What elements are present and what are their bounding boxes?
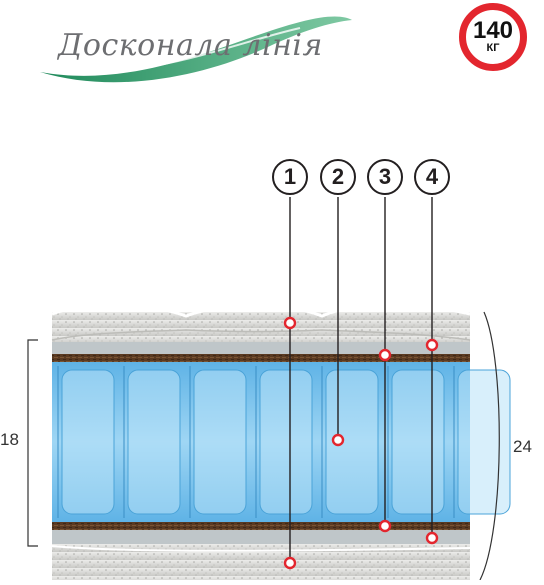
- top-coir-layer: [52, 354, 470, 362]
- total-height-label: 24: [513, 437, 532, 456]
- core-height-bracket: [27, 339, 38, 547]
- callout-2: 2: [320, 159, 356, 195]
- brand-logo-text: Досконала лінія: [58, 28, 323, 63]
- spring-pocket: [61, 369, 115, 515]
- marker-1-top: [283, 316, 297, 330]
- total-height-arc: [479, 311, 500, 581]
- marker-3-bottom: [378, 519, 392, 533]
- spring-pocket: [325, 369, 379, 515]
- bottom-felt-layer: [52, 530, 470, 544]
- marker-2: [331, 433, 345, 447]
- top-felt-layer: [52, 342, 470, 354]
- spring-pockets: [57, 366, 511, 518]
- core-height-label: 18: [0, 430, 19, 449]
- callout-1: 1: [272, 159, 308, 195]
- marker-4-top: [425, 338, 439, 352]
- spring-pocket: [391, 369, 445, 515]
- spring-pocket: [259, 369, 313, 515]
- spring-pocket: [193, 369, 247, 515]
- spring-block: [52, 362, 511, 522]
- load-badge-value: 140: [472, 17, 514, 44]
- spring-pocket: [457, 369, 511, 515]
- marker-1-bottom: [283, 556, 297, 570]
- marker-3-top: [378, 348, 392, 362]
- callout-4: 4: [414, 159, 450, 195]
- top-foam-layer: [51, 302, 471, 342]
- callout-3: 3: [367, 159, 403, 195]
- marker-4-bottom: [425, 531, 439, 545]
- layer-markers: [283, 316, 439, 570]
- load-badge: 140 КГ: [459, 3, 527, 71]
- bottom-foam-layer: [51, 544, 471, 580]
- load-badge-unit: КГ: [486, 42, 500, 54]
- leader-lines: [289, 197, 433, 563]
- logo-swoosh: [40, 16, 352, 83]
- spring-pocket: [127, 369, 181, 515]
- bottom-coir-layer: [52, 522, 470, 530]
